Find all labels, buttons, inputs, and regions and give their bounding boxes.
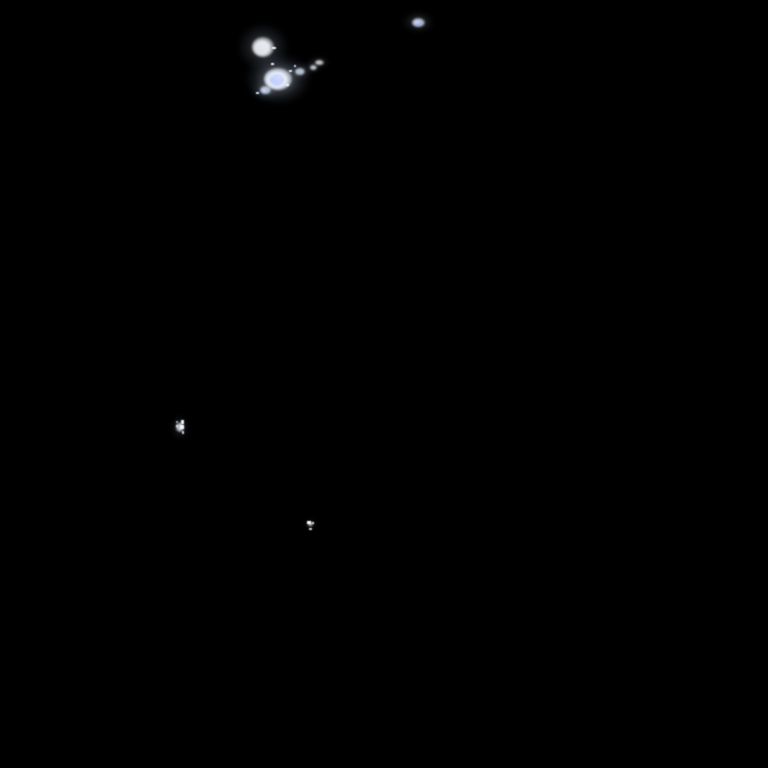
faint-pixel (286, 84, 289, 86)
emission-source[interactable] (295, 67, 305, 75)
faint-pixel (182, 431, 184, 434)
faint-pixel (180, 425, 184, 429)
faint-pixel (294, 65, 296, 67)
source-core (271, 75, 282, 85)
source-core (262, 88, 267, 92)
source-core (415, 20, 420, 25)
faint-pixel (176, 421, 178, 423)
faint-pixel (181, 420, 184, 424)
emission-source[interactable] (314, 59, 324, 65)
faint-pixel (271, 63, 274, 65)
faint-pixel (176, 425, 178, 427)
faint-pixel (256, 92, 259, 94)
faint-pixel (289, 70, 292, 72)
faint-pixel (272, 47, 276, 49)
faint-pixel (312, 522, 314, 524)
emission-source[interactable] (307, 522, 313, 526)
faint-pixel (307, 521, 311, 524)
faint-pixel (309, 528, 312, 530)
emission-source[interactable] (252, 37, 274, 57)
